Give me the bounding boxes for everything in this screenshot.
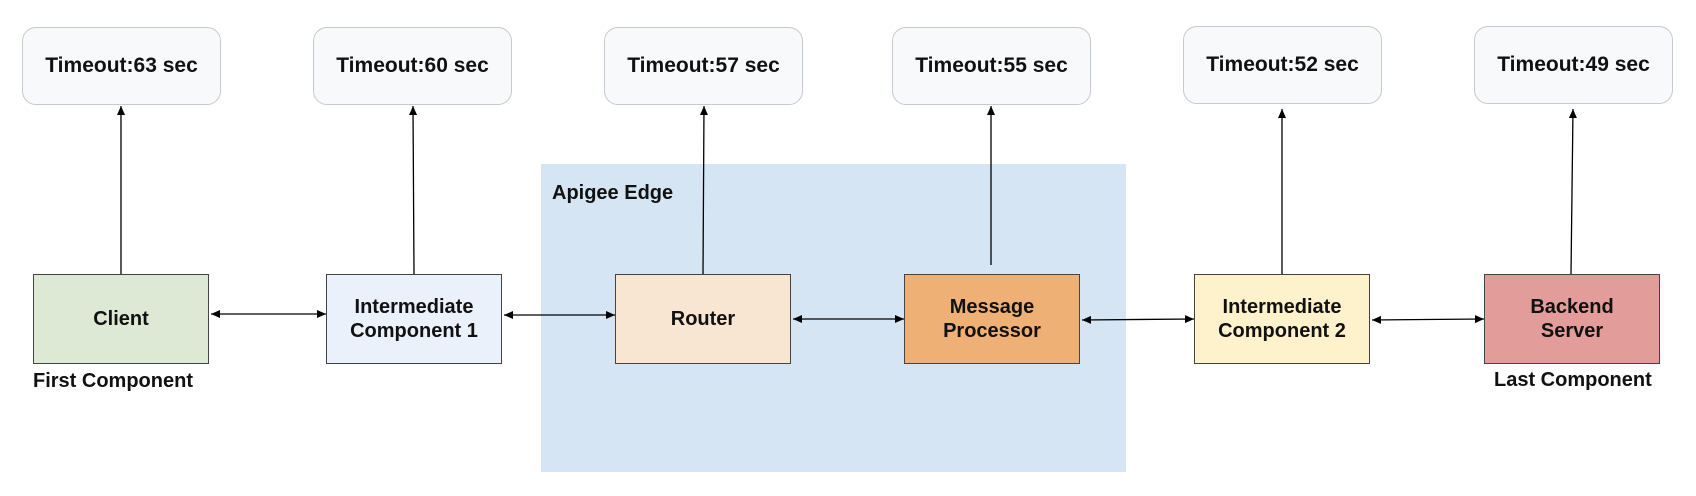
- component-router: Router: [615, 274, 791, 364]
- timeout-box-client: Timeout: 63 sec: [22, 27, 221, 105]
- arrow-message-processor-intermediate-2: [1081, 315, 1195, 324]
- component-message-processor: Message Processor: [904, 274, 1080, 364]
- timeout-box-message-processor: Timeout: 55 sec: [892, 27, 1091, 105]
- component-client: Client: [33, 274, 209, 364]
- arrow-intermediate-2-backend: [1371, 315, 1485, 324]
- first-component-caption: First Component: [33, 370, 193, 392]
- component-intermediate-1: Intermediate Component 1: [326, 274, 502, 364]
- component-intermediate-2: Intermediate Component 2: [1194, 274, 1370, 364]
- timeout-box-backend: Timeout: 49 sec: [1474, 26, 1673, 104]
- last-component-caption: Last Component: [1494, 369, 1652, 391]
- apigee-edge-label: Apigee Edge: [552, 182, 674, 204]
- arrow-intermediate-1-timeout: [409, 105, 418, 275]
- timeout-box-intermediate-2: Timeout: 52 sec: [1183, 26, 1382, 104]
- arrow-backend-timeout: [1568, 108, 1577, 275]
- arrow-router-timeout: [699, 105, 708, 275]
- timeout-box-intermediate-1: Timeout: 60 sec: [313, 27, 512, 105]
- timeout-box-router: Timeout: 57 sec: [604, 27, 803, 105]
- component-backend-server: Backend Server: [1484, 274, 1660, 364]
